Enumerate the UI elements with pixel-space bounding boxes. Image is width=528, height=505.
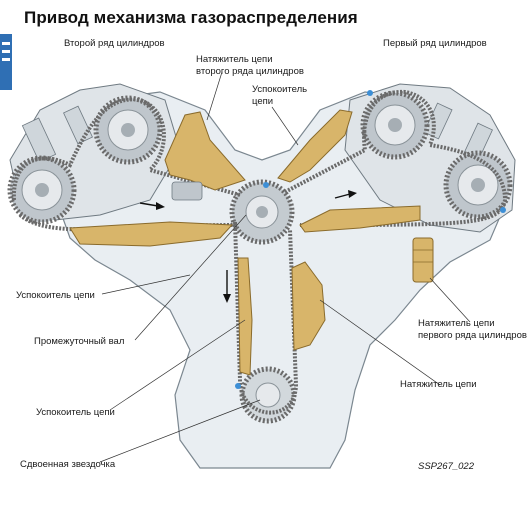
- page-title: Привод механизма газораспределения: [24, 8, 358, 27]
- timing-mark-center: [263, 182, 269, 188]
- camshaft-sprocket-right-outer: [443, 150, 513, 220]
- direction-arrow-down: [223, 270, 231, 303]
- label-tensioner-first-row-line2: первого ряда цилиндров: [418, 329, 527, 341]
- damper-right: [299, 205, 421, 233]
- tensioner-first-row: [412, 237, 434, 283]
- label-damper-bottom: Успокоитель цепи: [36, 407, 115, 418]
- tensioner-guide-second-row: [164, 111, 246, 191]
- camshaft-sprocket-left-inner: [93, 95, 163, 165]
- label-damper-top-line2: цепи: [252, 95, 274, 107]
- figure-code: SSP267_022: [418, 461, 474, 472]
- timing-mark-top-right: [367, 90, 373, 96]
- label-tensioner-chain: Натяжитель цепи: [400, 379, 477, 390]
- label-second-row: Второй ряд цилиндров: [64, 38, 165, 49]
- damper-left: [69, 221, 234, 247]
- label-damper-top: Успокоитель цепи: [252, 84, 307, 107]
- label-tensioner-first-row-line1: Натяжитель цепи: [418, 318, 495, 329]
- label-tensioner-second-row: Натяжитель цепи второго ряда цилиндров: [196, 54, 304, 77]
- label-tensioner-second-row-line1: Натяжитель цепи: [196, 54, 273, 65]
- label-first-row: Первый ряд цилиндров: [383, 38, 487, 49]
- label-damper-top-line1: Успокоитель: [252, 84, 308, 95]
- camshaft-sprocket-right-inner: [360, 90, 430, 160]
- chain-tensioner-lower: [291, 261, 326, 351]
- direction-arrow-right: [334, 190, 357, 199]
- double-sprocket: [239, 366, 297, 424]
- label-tensioner-second-row-line2: второго ряда цилиндров: [196, 65, 304, 77]
- timing-mark-lower: [235, 383, 241, 389]
- intermediate-shaft-sprocket: [229, 179, 295, 245]
- leader-lines: [99, 71, 471, 463]
- direction-arrow-left: [139, 202, 165, 210]
- brand-tab: [0, 34, 12, 90]
- chain-right-bank: [284, 89, 508, 227]
- tensioner-bracket-second-row: [171, 181, 203, 201]
- damper-lower: [237, 257, 253, 376]
- label-damper-left: Успокоитель цепи: [16, 290, 95, 301]
- damper-top: [277, 109, 353, 183]
- label-intermediate-shaft: Промежуточный вал: [34, 336, 125, 347]
- camshaft-sprocket-left-outer: [7, 155, 77, 225]
- label-tensioner-first-row: Натяжитель цепи первого ряда цилиндров: [418, 318, 527, 341]
- label-double-sprocket: Сдвоенная звездочка: [20, 459, 116, 470]
- timing-mark-right: [500, 207, 506, 213]
